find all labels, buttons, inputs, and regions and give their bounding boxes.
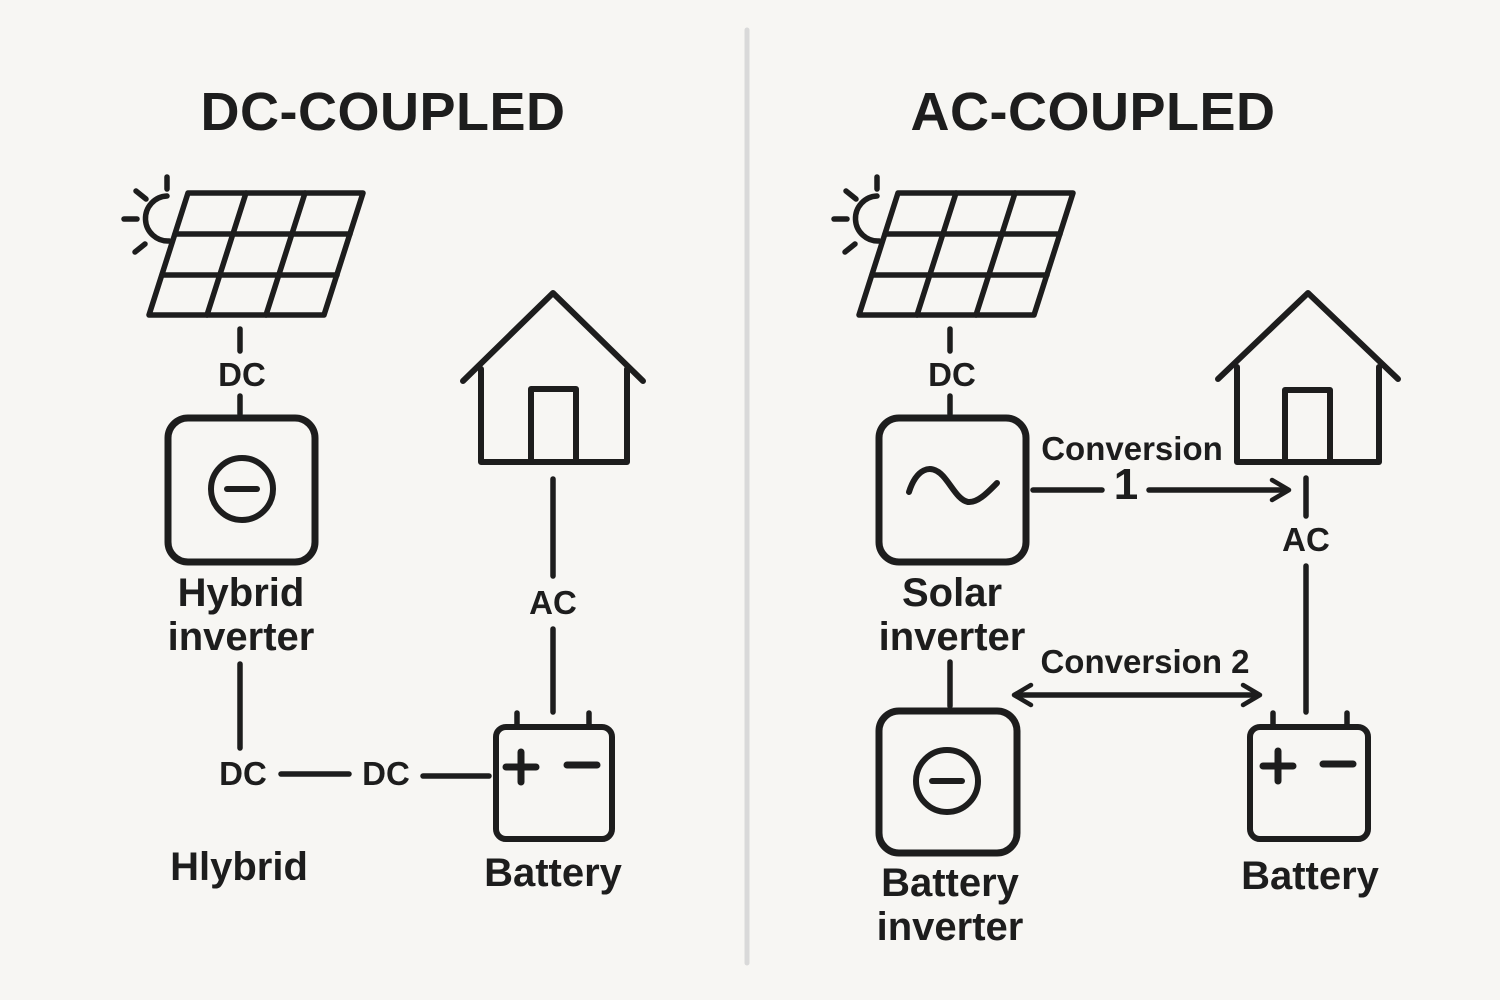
- battery-inverter-label: Battery inverter: [876, 861, 1024, 949]
- solar-inverter-icon: [875, 414, 1030, 566]
- solar-panel-icon: [146, 190, 366, 318]
- right-ac-wire-label: AC: [1282, 521, 1330, 558]
- right-panel-title: AC-COUPLED: [910, 82, 1276, 142]
- left-panel-title: DC-COUPLED: [200, 82, 566, 142]
- battery-icon: [493, 710, 615, 842]
- battery-inverter-icon: [875, 707, 1021, 857]
- dc-link-label-1: DC: [219, 755, 267, 792]
- left-dc-wire-label: DC: [218, 356, 266, 393]
- right-dc-wire-label: DC: [928, 356, 976, 393]
- left-battery-label: Battery: [484, 851, 622, 895]
- hybrid-inverter-label: Hybrid inverter: [167, 571, 315, 659]
- house-icon: [460, 290, 646, 465]
- sun-icon: [831, 174, 882, 255]
- dc-link-label-2: DC: [362, 755, 410, 792]
- conversion-1-number: 1: [1113, 460, 1139, 509]
- left-ac-wire-label: AC: [529, 584, 577, 621]
- hybrid-inverter-icon: [164, 414, 319, 566]
- conversion-2-arrow: [1011, 682, 1263, 708]
- solar-inverter-label: Solar inverter: [878, 571, 1026, 659]
- battery-icon: [1247, 710, 1371, 842]
- hybrid-caption: Hlybrid: [170, 845, 308, 889]
- sun-icon: [121, 174, 172, 255]
- conversion-1-label: Conversion: [1041, 430, 1223, 467]
- conversion-1-arrow: [1030, 477, 1292, 503]
- right-battery-label: Battery: [1241, 854, 1379, 898]
- conversion-2-label: Conversion 2: [1040, 643, 1250, 680]
- house-icon: [1215, 290, 1401, 465]
- solar-panel-icon: [856, 190, 1076, 318]
